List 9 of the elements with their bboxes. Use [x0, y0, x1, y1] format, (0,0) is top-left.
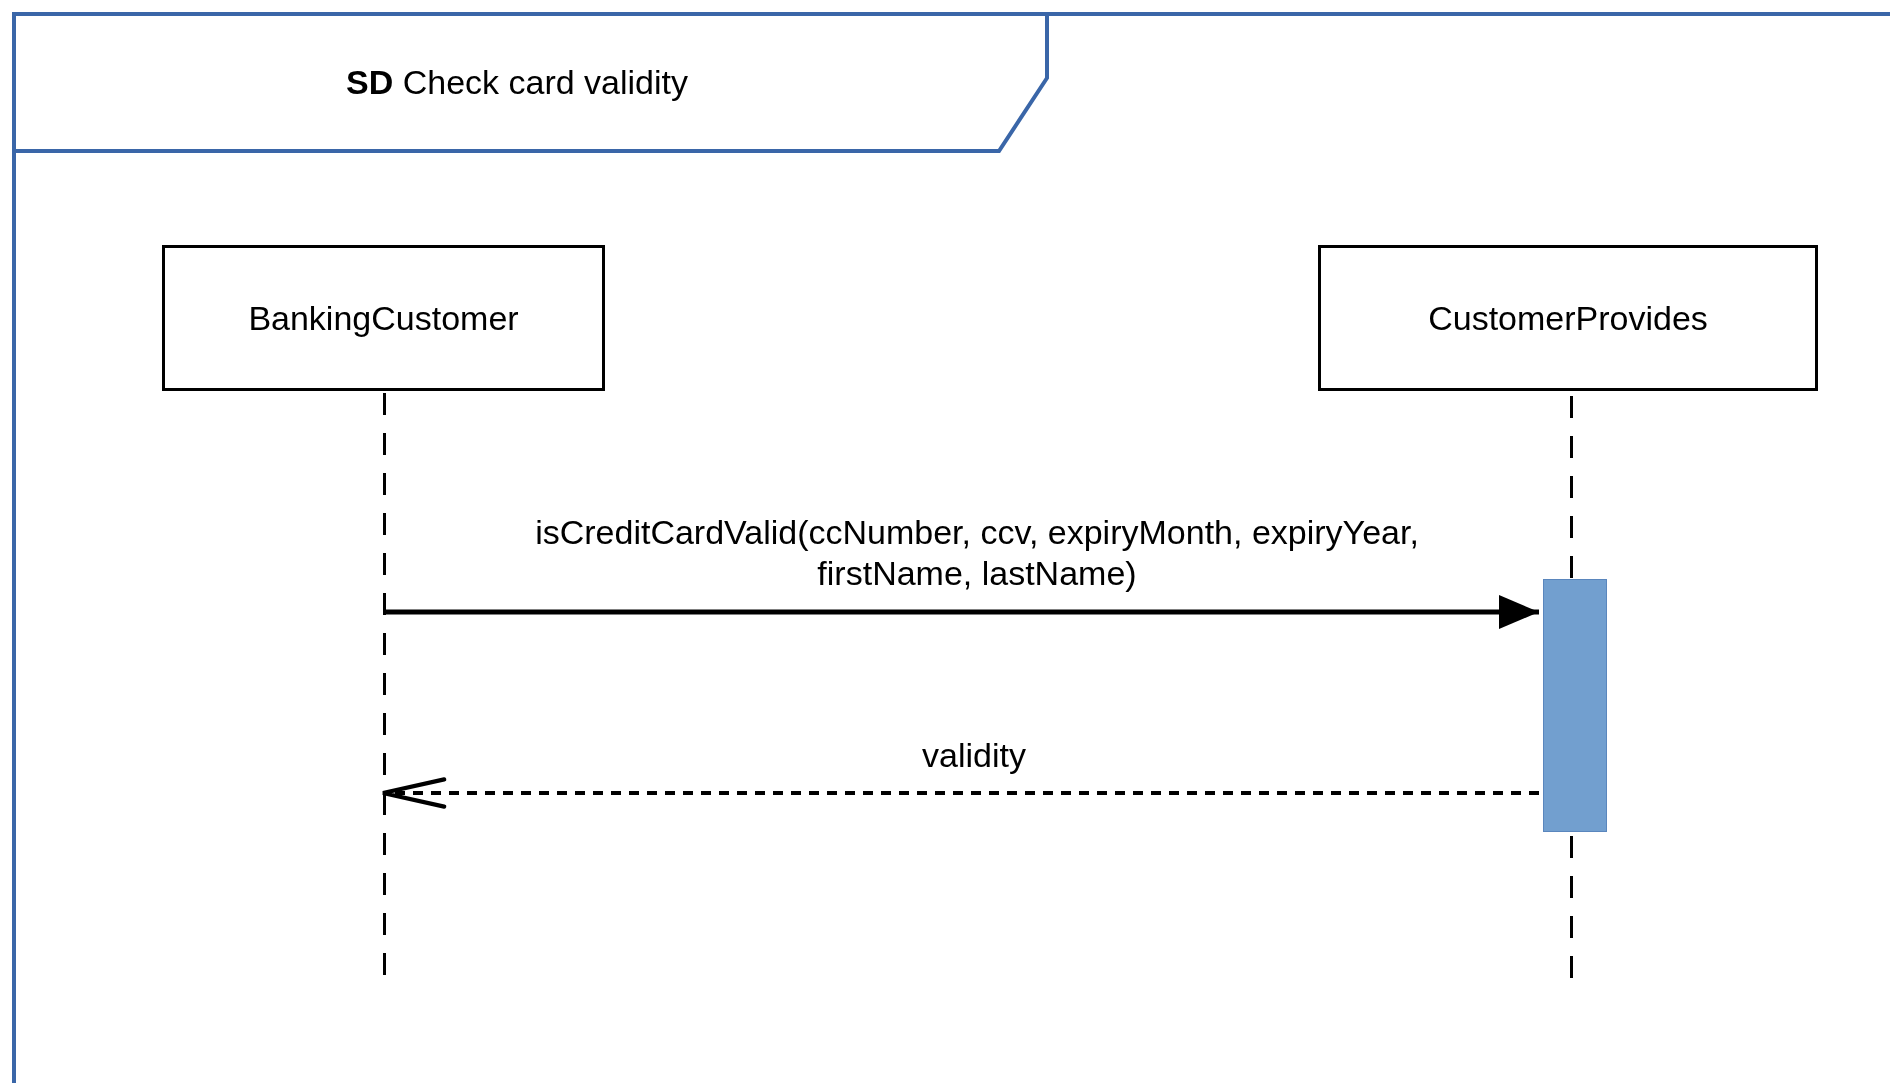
participant-name: CustomerProvides — [1428, 297, 1708, 339]
participant-box — [162, 245, 605, 391]
sequence-frame — [12, 12, 1890, 1083]
message-arrow — [383, 595, 1539, 629]
frame-title: SD Check card validity — [346, 62, 688, 103]
participant-name: BankingCustomer — [248, 297, 519, 339]
activation-bar — [1543, 579, 1607, 832]
participant-box — [1318, 245, 1818, 391]
return-message-arrow — [380, 777, 1539, 809]
